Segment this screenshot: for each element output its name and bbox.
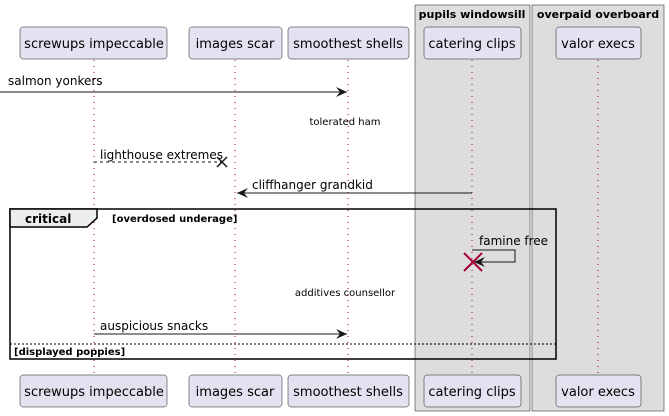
participant-images-scar[interactable]: images scar xyxy=(188,26,283,60)
message-label: famine free xyxy=(479,234,548,248)
message-label: cliffhanger grandkid xyxy=(252,178,373,192)
participant-catering-clips-bottom[interactable]: catering clips xyxy=(423,374,522,408)
fragment-guard: [overdosed underage] xyxy=(112,214,237,225)
lost-x-icon xyxy=(216,156,228,168)
participant-label: smoothest shells xyxy=(293,37,403,52)
participant-label: catering clips xyxy=(428,385,515,400)
destroy-x-icon xyxy=(463,252,483,272)
note-additives-counsellor: additives counsellor xyxy=(295,288,396,299)
participant-label: valor execs xyxy=(561,37,635,52)
participant-label: images scar xyxy=(196,37,275,52)
message-label: salmon yonkers xyxy=(8,74,103,88)
box-title: overpaid overboard xyxy=(537,8,659,21)
message-famine-free: famine free xyxy=(463,234,548,272)
participant-valor-execs[interactable]: valor execs xyxy=(555,26,642,60)
participant-smoothest-shells[interactable]: smoothest shells xyxy=(287,26,410,60)
participant-valor-execs-bottom[interactable]: valor execs xyxy=(555,374,642,408)
participant-catering-clips[interactable]: catering clips xyxy=(423,26,522,60)
participant-smoothest-shells-bottom[interactable]: smoothest shells xyxy=(287,374,410,408)
participant-label: catering clips xyxy=(428,37,515,52)
box-overpaid-overboard: overpaid overboard xyxy=(531,4,665,412)
fragment-keyword: critical xyxy=(25,212,71,226)
message-salmon-yonkers: salmon yonkers xyxy=(0,74,347,97)
message-label: auspicious snacks xyxy=(100,319,208,333)
note-tolerated-ham: tolerated ham xyxy=(309,117,380,128)
participant-label: images scar xyxy=(196,385,275,400)
participant-screwups-impeccable-bottom[interactable]: screwups impeccable xyxy=(19,374,168,408)
box-title: pupils windowsill xyxy=(419,8,526,21)
participant-label: screwups impeccable xyxy=(24,385,164,400)
message-label: lighthouse extremes xyxy=(100,148,223,162)
participant-label: screwups impeccable xyxy=(24,37,164,52)
message-cliffhanger-grandkid: cliffhanger grandkid xyxy=(237,178,472,198)
participant-label: valor execs xyxy=(561,385,635,400)
fragment-critical: critical [overdosed underage] [displayed… xyxy=(9,208,557,360)
participant-label: smoothest shells xyxy=(293,385,403,400)
participant-screwups-impeccable[interactable]: screwups impeccable xyxy=(19,26,168,60)
fragment-else-guard: [displayed poppies] xyxy=(14,347,125,358)
participant-images-scar-bottom[interactable]: images scar xyxy=(188,374,283,408)
participants-bottom: screwups impeccable images scar smoothes… xyxy=(19,374,642,408)
box-pupils-windowsill: pupils windowsill xyxy=(414,4,531,412)
participants-top: screwups impeccable images scar smoothes… xyxy=(19,26,642,60)
message-lighthouse-extremes: lighthouse extremes xyxy=(94,148,228,168)
message-auspicious-snacks: auspicious snacks xyxy=(94,319,347,339)
